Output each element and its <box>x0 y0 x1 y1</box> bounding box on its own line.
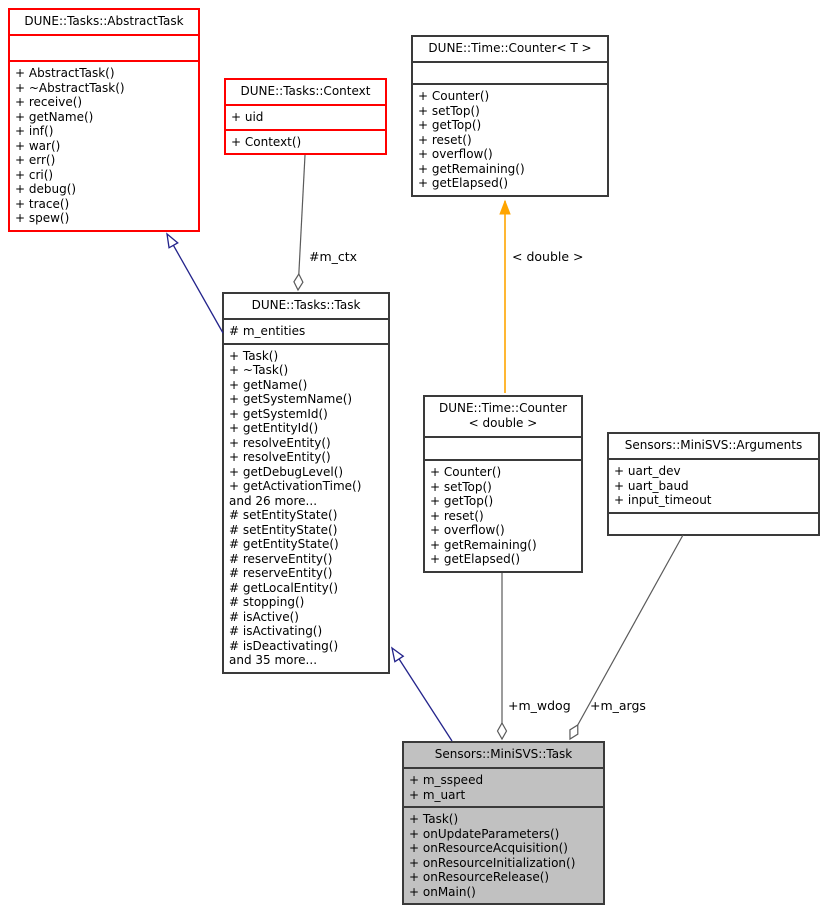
class-title: Sensors::MiniSVS::Task <box>434 747 573 761</box>
edge-label-m-args: +m_args <box>590 698 646 713</box>
member-line: # setEntityState() <box>229 522 338 537</box>
member-line: + Context() <box>231 134 302 149</box>
class-box-dune-tasks-abstracttask[interactable]: DUNE::Tasks::AbstractTask + AbstractTask… <box>8 8 200 232</box>
member-line: + Counter() <box>430 465 502 479</box>
class-title: DUNE::Time::Counter< T > <box>428 41 592 55</box>
member-line: + getRemaining() <box>430 537 537 552</box>
member-line: + overflow() <box>430 523 505 537</box>
edge-label-template-double: < double > <box>512 249 584 264</box>
member-line: + getName() <box>229 377 308 392</box>
attributes-section <box>10 34 198 60</box>
edge-inheritance-task-to-abstracttask <box>166 232 224 334</box>
member-line: # getLocalEntity() <box>229 580 339 595</box>
member-line: + uid <box>231 110 264 124</box>
member-line: # reserveEntity() <box>229 551 333 566</box>
class-title: Sensors::MiniSVS::Arguments <box>624 438 803 452</box>
class-box-dune-time-counter-double[interactable]: DUNE::Time::Counter < double > + Counter… <box>423 395 583 573</box>
methods-section: + Context() <box>226 128 385 154</box>
member-line: + resolveEntity() <box>229 435 331 450</box>
member-line: + Task() <box>409 812 459 826</box>
member-line: # setEntityState() <box>229 508 338 522</box>
member-line: + m_sspeed <box>409 773 484 787</box>
edge-aggregation-m-ctx <box>298 154 306 290</box>
member-line: + getDebugLevel() <box>229 464 344 479</box>
member-line: # m_entities <box>229 324 306 338</box>
attributes-section: # m_entities <box>224 318 388 343</box>
member-line: + uart_baud <box>614 478 689 493</box>
member-line: + onResourceRelease() <box>409 870 550 884</box>
member-line: + setTop() <box>430 479 492 494</box>
member-line: # isActivating() <box>229 624 323 638</box>
methods-section <box>609 511 818 534</box>
member-line: + getTop() <box>418 118 482 132</box>
member-line: + getSystemId() <box>229 406 328 421</box>
member-line: + onMain() <box>409 884 476 899</box>
member-line: + getSystemName() <box>229 392 353 406</box>
attributes-section: + uid <box>226 104 385 129</box>
member-line: + overflow() <box>418 147 493 161</box>
member-line: + onResourceAcquisition() <box>409 841 568 855</box>
edge-label-m-wdog: +m_wdog <box>508 698 571 713</box>
class-box-dune-time-counter-t[interactable]: DUNE::Time::Counter< T > + Counter()+ se… <box>411 35 609 197</box>
member-line: # getEntityState() <box>229 537 339 551</box>
member-line: + Task() <box>229 348 279 363</box>
class-title: DUNE::Tasks::Task <box>251 298 361 312</box>
member-line: + err() <box>15 153 56 167</box>
member-line: + setTop() <box>418 103 480 118</box>
member-line: + m_uart <box>409 787 466 802</box>
member-line: + cri() <box>15 167 54 182</box>
attributes-section <box>413 61 607 83</box>
member-line: + spew() <box>15 211 70 225</box>
class-title: DUNE::Time::Counter < double > <box>425 397 581 436</box>
member-line: + inf() <box>15 124 54 138</box>
member-line: + getName() <box>15 109 94 124</box>
member-line: # isActive() <box>229 609 299 624</box>
methods-section: + Counter()+ setTop()+ getTop()+ reset()… <box>425 459 581 571</box>
member-line: + input_timeout <box>614 493 712 507</box>
member-line: + getActivationTime() <box>229 479 362 493</box>
member-line: and 35 more... <box>229 653 318 667</box>
attributes-section: + uart_dev+ uart_baud+ input_timeout <box>609 458 818 512</box>
member-line: and 26 more... <box>229 493 318 508</box>
class-box-dune-tasks-context[interactable]: DUNE::Tasks::Context + uid + Context() <box>224 78 387 155</box>
member-line: + debug() <box>15 182 77 196</box>
member-line: + getRemaining() <box>418 161 525 176</box>
member-line: + onResourceInitialization() <box>409 855 576 870</box>
member-line: # stopping() <box>229 595 305 609</box>
member-line: + uart_dev <box>614 464 681 478</box>
class-title-line1: DUNE::Time::Counter <box>438 401 568 415</box>
member-line: + reset() <box>430 508 484 523</box>
methods-section: + Counter()+ setTop()+ getTop()+ reset()… <box>413 83 607 195</box>
methods-section: + AbstractTask()+ ~AbstractTask()+ recei… <box>10 60 198 230</box>
attributes-section <box>425 436 581 459</box>
member-line: # reserveEntity() <box>229 566 333 580</box>
class-box-sensors-minisvs-task[interactable]: Sensors::MiniSVS::Task + m_sspeed+ m_uar… <box>402 741 605 905</box>
member-line: + AbstractTask() <box>15 66 115 80</box>
edge-label-m-ctx: #m_ctx <box>309 249 358 264</box>
edge-inheritance-minisvstask-to-task <box>391 646 453 742</box>
class-box-sensors-minisvs-arguments[interactable]: Sensors::MiniSVS::Arguments + uart_dev+ … <box>607 432 820 536</box>
member-line: + getElapsed() <box>430 552 521 566</box>
member-line: + Counter() <box>418 89 490 103</box>
class-title: DUNE::Tasks::AbstractTask <box>24 14 184 28</box>
member-line: + reset() <box>418 132 472 147</box>
class-title-line2: < double > <box>468 416 538 430</box>
member-line: + ~Task() <box>229 363 289 377</box>
member-line: + getEntityId() <box>229 421 319 435</box>
member-line: + resolveEntity() <box>229 450 331 464</box>
methods-section: + Task()+ onUpdateParameters()+ onResour… <box>404 806 603 903</box>
member-line: + ~AbstractTask() <box>15 80 125 95</box>
member-line: + receive() <box>15 95 83 109</box>
member-line: + onUpdateParameters() <box>409 826 560 841</box>
member-line: + getElapsed() <box>418 176 509 190</box>
methods-section: + Task()+ ~Task()+ getName()+ getSystemN… <box>224 342 388 672</box>
class-box-dune-tasks-task[interactable]: DUNE::Tasks::Task # m_entities + Task()+… <box>222 292 390 674</box>
member-line: + war() <box>15 138 61 153</box>
member-line: # isDeactivating() <box>229 638 339 653</box>
member-line: + getTop() <box>430 494 494 508</box>
member-line: + trace() <box>15 196 70 211</box>
attributes-section: + m_sspeed+ m_uart <box>404 767 603 806</box>
class-title: DUNE::Tasks::Context <box>240 84 371 98</box>
